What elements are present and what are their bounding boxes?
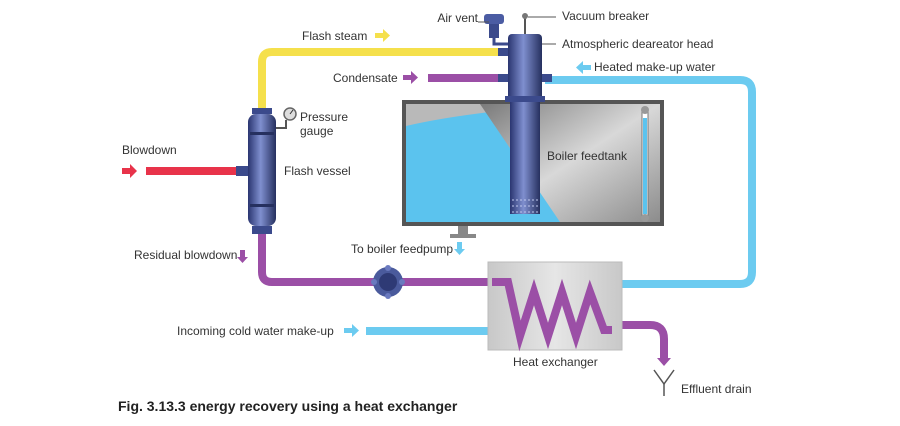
cold-water-arrow-icon (344, 324, 359, 337)
feedpump-arrow-icon (454, 242, 465, 255)
pressure-gauge-icon (283, 107, 297, 121)
to-boiler-feedpump-label: To boiler feedpump (351, 242, 453, 256)
deaerator-head (484, 13, 552, 214)
vacuum-breaker-label: Vacuum breaker (562, 9, 649, 23)
deaerator-head-label: Atmospheric deareator head (562, 37, 713, 51)
air-vent-label: Air vent (437, 11, 478, 25)
figure-caption: Fig. 3.13.3 energy recovery using a heat… (118, 398, 458, 414)
effluent-arrow-icon (657, 350, 671, 366)
pump-icon (371, 265, 405, 299)
flash-steam-arrow-icon (375, 29, 390, 42)
heat-exchanger-label: Heat exchanger (513, 355, 598, 369)
effluent-drain-label: Effluent drain (681, 382, 752, 396)
heated-make-up-water-label: Heated make-up water (594, 60, 715, 74)
flash-vessel (236, 108, 287, 234)
incoming-cold-water-label: Incoming cold water make-up (177, 324, 334, 338)
residual-blowdown-arrow-icon (237, 250, 248, 263)
blowdown-arrow-icon (122, 164, 137, 178)
flash-vessel-label: Flash vessel (284, 164, 351, 178)
residual-blowdown-label: Residual blowdown (134, 248, 237, 262)
flash-steam-pipe (258, 48, 500, 112)
pressure-gauge-label-line2: gauge (300, 124, 334, 138)
condensate-arrow-icon (403, 71, 418, 84)
heated-make-up-water-pipe (545, 76, 756, 288)
heat-exchanger (487, 261, 623, 352)
boiler-feedtank-label: Boiler feedtank (547, 149, 628, 163)
blowdown-label: Blowdown (122, 143, 177, 157)
effluent-drain-icon (653, 369, 675, 396)
heated-make-up-water-arrow-icon (576, 61, 591, 74)
residual-blowdown-pipe (258, 232, 500, 286)
pressure-gauge-label-line1: Pressure (300, 110, 348, 124)
flash-steam-label: Flash steam (302, 29, 367, 43)
effluent-drain-pipe (606, 321, 668, 358)
condensate-label: Condensate (333, 71, 398, 85)
